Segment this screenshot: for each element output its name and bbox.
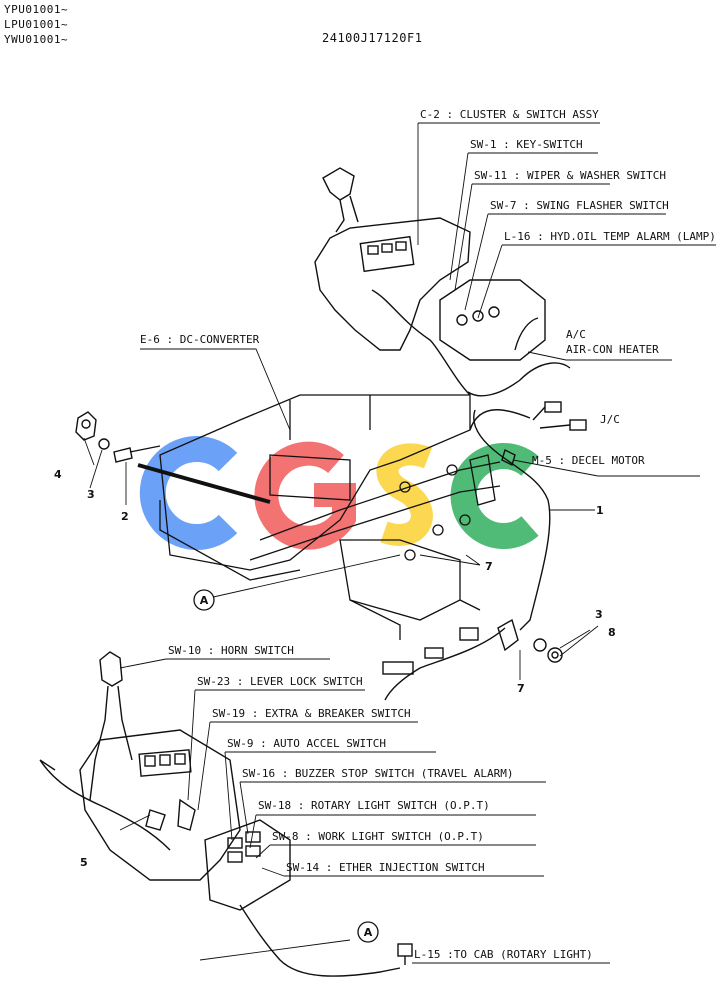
model-code: YWU01001~: [4, 33, 69, 46]
hardware-left: [75, 411, 161, 463]
label-sw16: SW-16 : BUZZER STOP SWITCH (TRAVEL ALARM…: [242, 767, 514, 780]
callout-4: 4: [54, 468, 62, 481]
upper-console: [314, 167, 571, 397]
callout-3: 3: [87, 488, 95, 501]
harness-1: [382, 401, 587, 701]
label-l16: L-16 : HYD.OIL TEMP ALARM (LAMP): [504, 230, 716, 243]
label-sw14: SW-14 : ETHER INJECTION SWITCH: [286, 861, 485, 874]
label-c2: C-2 : CLUSTER & SWITCH ASSY: [420, 108, 599, 121]
label-sw11: SW-11 : WIPER & WASHER SWITCH: [474, 169, 666, 182]
label-sw7: SW-7 : SWING FLASHER SWITCH: [490, 199, 669, 212]
label-sw10: SW-10 : HORN SWITCH: [168, 644, 294, 657]
label-sw9: SW-9 : AUTO ACCEL SWITCH: [227, 737, 386, 750]
model-code: LPU01001~: [4, 18, 69, 31]
watermark-s: [376, 443, 433, 546]
callout-3: 3: [595, 608, 603, 621]
watermark-c1: [139, 436, 238, 550]
callout-8: 8: [608, 626, 616, 639]
callout-2: 2: [121, 510, 129, 523]
reference-a-text: A: [200, 594, 209, 607]
lower-console: [39, 651, 413, 977]
callout-7: 7: [485, 560, 493, 573]
reference-a-text: A: [364, 926, 373, 939]
label-sw19: SW-19 : EXTRA & BREAKER SWITCH: [212, 707, 411, 720]
reference-circle-a: [357, 921, 379, 943]
label-m5: M-5 : DECEL MOTOR: [532, 454, 645, 467]
label-jc: J/C: [600, 413, 620, 426]
callout-5: 5: [80, 856, 88, 869]
reference-circle-a: [193, 589, 215, 611]
label-sw8: SW-8 : WORK LIGHT SWITCH (O.P.T): [272, 830, 484, 843]
part-callouts: 1 2 3 3 4 5 7 7 8: [54, 468, 616, 869]
watermark-g: [254, 441, 356, 550]
hardware-right: [533, 638, 563, 663]
label-sw18: SW-18 : ROTARY LIGHT SWITCH (O.P.T): [258, 799, 490, 812]
label-sw1: SW-1 : KEY-SWITCH: [470, 138, 583, 151]
label-ac-long: AIR-CON HEATER: [566, 343, 659, 356]
callout-7: 7: [517, 682, 525, 695]
label-l15: L-15 :TO CAB (ROTARY LIGHT): [414, 948, 593, 961]
component-labels: C-2 : CLUSTER & SWITCH ASSY SW-1 : KEY-S…: [140, 108, 716, 961]
reference-marks: A A: [193, 589, 379, 943]
mid-frame: [137, 394, 501, 640]
watermark: [139, 436, 539, 550]
model-list: YPU01001~ LPU01001~ YWU01001~: [4, 2, 68, 47]
callout-1: 1: [596, 504, 604, 517]
watermark-c2: [450, 443, 539, 549]
part-code: 24100J17120F1: [322, 31, 423, 45]
label-e6: E-6 : DC-CONVERTER: [140, 333, 260, 346]
model-code: YPU01001~: [4, 3, 69, 16]
label-sw23: SW-23 : LEVER LOCK SWITCH: [197, 675, 363, 688]
label-ac-short: A/C: [566, 328, 586, 341]
leader-lines: [83, 122, 716, 964]
